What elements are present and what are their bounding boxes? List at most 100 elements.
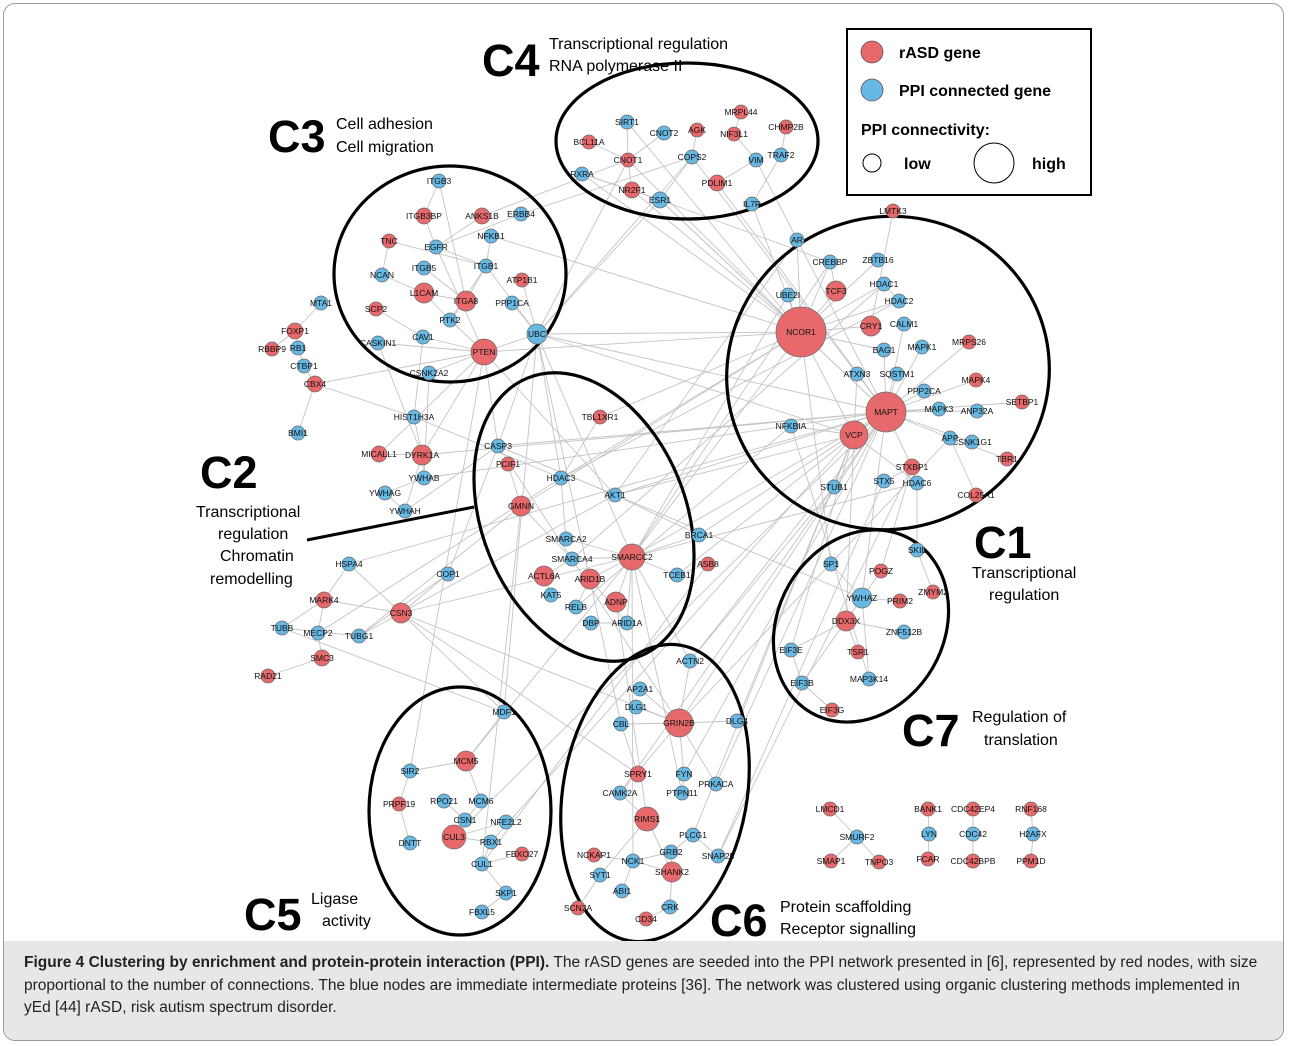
node-prim2: PRIM2 [887,593,913,609]
node-label: YWHAG [369,488,401,498]
node-esr1: ESR1 [649,191,671,209]
edge-caskin1-dyrk1a [377,342,423,456]
node-circle [570,900,586,916]
node-label: EIF3B [790,678,814,688]
edge-ywhaz-mapt [861,411,887,599]
node-label: ZMYM2 [918,587,948,597]
edge-hdac3-smarca2 [560,477,567,540]
node-pogz: POGZ [869,563,893,579]
node-circle [498,885,514,901]
node-sqstm1: SQSTM1 [880,366,915,382]
edge-grin2b-mapt [678,411,887,724]
node-circle [605,591,627,613]
edge-sirt1-ncor1 [626,121,802,333]
svg-text:remodelling: remodelling [210,571,293,588]
edge-ubc-esr1 [536,199,661,335]
node-label: HSPA4 [335,559,363,569]
node-label: CASP3 [484,441,512,451]
edge-csn3-akt1 [400,494,616,614]
node-erbb4: ERBB4 [507,206,535,222]
node-circle [629,765,647,783]
node-label: EIF3G [820,705,845,715]
svg-text:translation: translation [984,732,1058,749]
node-pten: PTEN [470,338,498,366]
node-zbtb16: ZBTB16 [862,252,894,268]
edge-ptpn11-smarcc2 [631,556,683,794]
figure-caption: Figure 4 Clustering by enrichment and pr… [4,941,1283,1040]
node-circle [999,451,1015,467]
node-label: PCIF1 [496,459,520,469]
node-cop1: COP1 [436,566,460,582]
node-foxp1: FOXP1 [281,322,309,340]
node-label: YWHAH [389,506,421,516]
node-circle [455,750,477,772]
node-label: CNOT2 [650,128,679,138]
node-circle [835,610,857,632]
node-mdf1: MDF1 [492,704,516,720]
edge-pten-akt1 [483,351,616,496]
node-il7r: IL7R [743,196,761,212]
node-circle [391,796,407,812]
node-circle [865,391,907,433]
node-mapk4: MAPK4 [962,372,991,388]
edge-rxra-ncor1 [581,173,802,333]
edge-tubg1-gmnn [358,505,522,637]
node-lmcd1: LMCD1 [816,801,845,817]
node-circle [661,861,683,883]
cluster-label-c3: C3 Cell adhesion Cell migration [268,111,434,162]
cluster-label-c4: C4 Transcriptional regulation RNA polyme… [482,35,728,86]
node-label: CAMK2A [603,788,638,798]
node-label: CNOT1 [614,155,643,165]
node-label: BMI1 [288,428,308,438]
node-circle [568,599,584,615]
node-circle [876,342,892,358]
svg-text:Receptor signalling: Receptor signalling [780,921,916,938]
node-nr2f1: NR2F1 [619,181,646,199]
node-sirt1: SIRT1 [615,114,639,130]
node-traf2: TRAF2 [768,147,795,163]
node-itgb3bp: ITGB3BP [406,207,442,225]
node-circle [920,801,936,817]
edge-tceb1-vcp [676,434,855,576]
node-circle [663,844,679,860]
node-ppm1d: PPM1D [1016,853,1046,869]
node-lyn: LYN [921,826,937,842]
cluster-label-c2: C2 Transcriptional regulation Chromatin … [196,447,300,588]
node-label: EIF3E [779,645,803,655]
node-ptpn11: PTPN11 [666,785,698,801]
node-relb: RELB [565,599,587,615]
node-label: SYT1 [589,870,611,880]
node-label: PTEN [473,347,496,357]
node-smc3: SMC3 [310,649,334,667]
node-circle [264,341,280,357]
edge-tbr1-app [949,437,1008,460]
cluster-outline-c7 [771,528,951,724]
node-label: ANKS1B [465,211,499,221]
node-brca1: BRCA1 [685,527,713,543]
node-circle [968,372,984,388]
node-label: ANP32A [961,406,994,416]
edge-spry1-csn3 [400,612,639,775]
node-plcg1: PLCG1 [679,827,707,843]
node-itgb1: ITGB1 [474,258,499,274]
node-label: SMAP1 [817,856,846,866]
node-hspa4: HSPA4 [335,556,363,572]
node-label: DYRK1A [405,450,439,460]
node-circle [822,254,838,270]
edge-tubb-mdf1 [281,627,505,713]
node-circle [903,458,921,476]
node-mcm5: MCM5 [453,750,479,772]
node-label: SMARCC2 [611,552,653,562]
cluster-outline-c4 [554,61,820,221]
cluster-outline-c5 [367,685,553,937]
node-label: AGK [688,125,706,135]
node-label: EGFR [424,242,448,252]
edge-nfkb1-ncor1 [490,235,802,333]
edge-akt1-vcp [614,434,855,496]
node-circle [490,438,506,454]
edge-hdac6-smarcc2 [631,482,918,558]
node-asb8: ASB8 [697,556,719,572]
node-label: TBL1XR1 [582,412,619,422]
node-grb2: GRB2 [659,844,683,860]
